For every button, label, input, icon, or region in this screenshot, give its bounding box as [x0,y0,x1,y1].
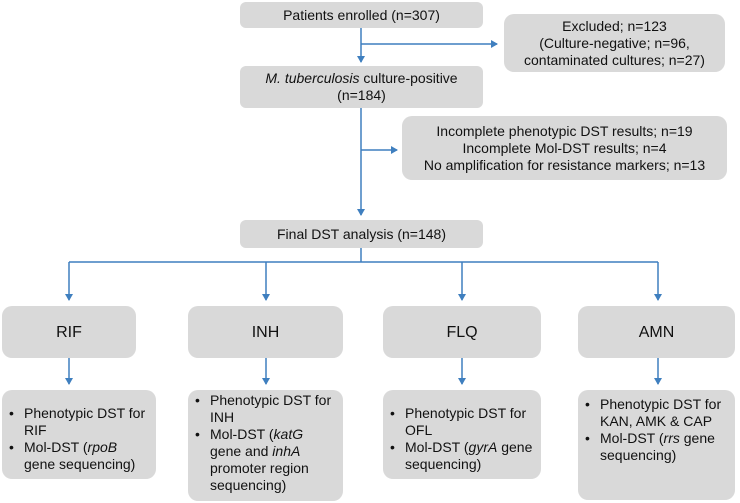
drug-box-flq: FLQ [383,306,541,358]
drug-box-rif: RIF [2,306,136,358]
incomplete-line-2: Incomplete Mol-DST results; n=4 [462,139,667,156]
methods-inh-phenotypic: Phenotypic DST for INH [188,392,337,426]
excluded-line-3: contaminated cultures; n=27) [524,51,705,68]
methods-box-amn: Phenotypic DST for KAN, AMK & CAP Mol-DS… [578,390,735,500]
methods-rif-moldst: Mol-DST (rpoB gene sequencing) [2,439,150,473]
methods-inh-moldst: Mol-DST (katG gene and inhA promoter reg… [188,426,337,494]
incomplete-line-3: No amplification for resistance markers;… [423,156,706,173]
culture-positive-count: (n=184) [337,87,386,103]
methods-box-rif: Phenotypic DST for RIF Mol-DST (rpoB gen… [2,390,156,479]
patients-enrolled-text: Patients enrolled (n=307) [283,6,440,23]
methods-flq-moldst: Mol-DST (gyrA gene sequencing) [383,439,535,473]
gene-rpoB: rpoB [87,439,118,455]
excluded-line-1: Excluded; n=123 [562,17,667,34]
methods-box-inh: Phenotypic DST for INH Mol-DST (katG gen… [188,390,343,501]
gene-rrs: rrs [663,430,680,446]
final-analysis-text: Final DST analysis (n=148) [277,225,446,242]
drug-label-inh: INH [251,323,280,341]
methods-amn-moldst: Mol-DST (rrs gene sequencing) [578,430,729,464]
final-analysis-box: Final DST analysis (n=148) [240,220,483,248]
methods-flq-phenotypic: Phenotypic DST for OFL [383,405,535,439]
culture-positive-line-1: M. tuberculosis culture-positive [265,70,457,87]
drug-label-amn: AMN [638,323,675,341]
gene-inhA: inhA [272,443,301,459]
methods-rif-phenotypic: Phenotypic DST for RIF [2,405,150,439]
species-name: M. tuberculosis [265,70,360,86]
culture-positive-box: M. tuberculosis culture-positive (n=184) [240,66,483,108]
drug-label-flq: FLQ [446,323,478,341]
patients-enrolled-box: Patients enrolled (n=307) [240,2,483,28]
gene-gyrA: gyrA [468,439,498,455]
drug-label-rif: RIF [56,323,82,341]
drug-box-inh: INH [188,306,343,358]
drug-box-amn: AMN [578,306,735,358]
culture-positive-label: culture-positive [359,70,458,86]
excluded-line-2: (Culture-negative; n=96, [539,34,690,51]
gene-katG: katG [273,426,304,442]
excluded-box: Excluded; n=123 (Culture-negative; n=96,… [504,14,725,72]
methods-box-flq: Phenotypic DST for OFL Mol-DST (gyrA gen… [383,390,541,479]
incomplete-box: Incomplete phenotypic DST results; n=19 … [402,116,727,180]
incomplete-line-1: Incomplete phenotypic DST results; n=19 [436,122,693,139]
methods-amn-phenotypic: Phenotypic DST for KAN, AMK & CAP [578,396,729,430]
